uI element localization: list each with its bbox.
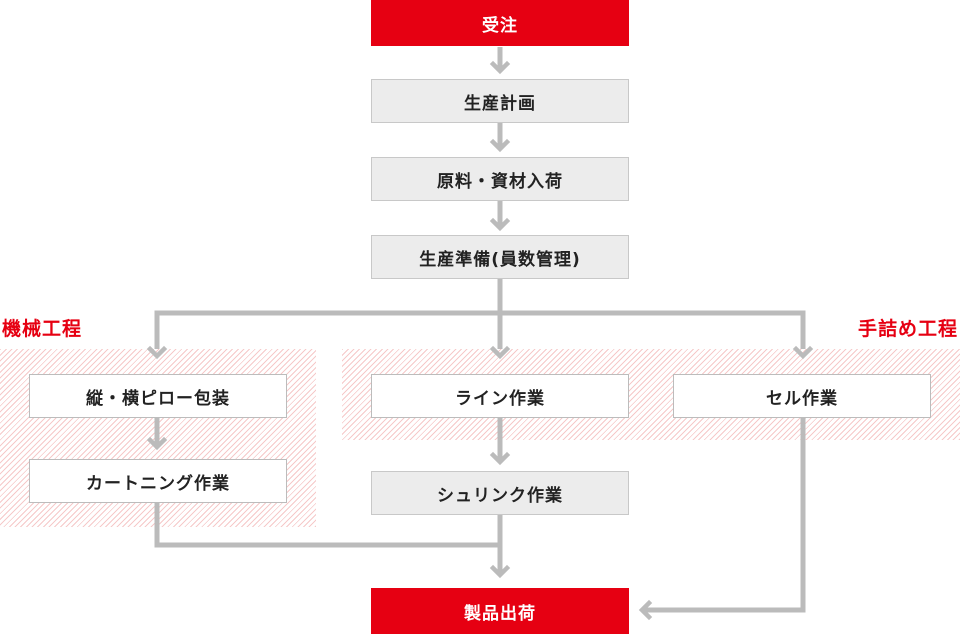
arrowhead-material <box>489 138 511 153</box>
arrowhead-cell-work <box>792 345 814 360</box>
material-receipt-node: 原料・資材入荷 <box>371 157 629 201</box>
connector-cell-ship <box>645 418 806 613</box>
connector-carton-merge <box>154 503 500 548</box>
machine-process-label: 機械工程 <box>2 318 83 340</box>
cartoning-node: カートニング作業 <box>29 459 287 503</box>
production-prep-node: 生産準備(員数管理) <box>371 235 629 279</box>
manual-process-label: 手詰め工程 <box>857 318 958 340</box>
arrowhead-pillow <box>146 345 168 360</box>
product-shipment-node: 製品出荷 <box>371 588 629 634</box>
arrowhead-shrink <box>489 451 511 466</box>
production-plan-node: 生産計画 <box>371 79 629 123</box>
pillow-packaging-node: 縦・横ピロー包装 <box>29 374 287 418</box>
arrowhead-prep <box>489 217 511 232</box>
arrowhead-line-work <box>489 345 511 360</box>
arrowhead-cartoning <box>146 436 168 451</box>
arrowhead-ship-right <box>638 599 653 621</box>
arrowhead-ship-top <box>489 564 511 579</box>
shrink-work-node: シュリンク作業 <box>371 471 629 515</box>
arrowhead-plan <box>489 60 511 75</box>
line-work-node: ライン作業 <box>371 374 629 418</box>
connector-branch-left <box>154 310 806 349</box>
order-node: 受注 <box>371 0 629 46</box>
cell-work-node: セル作業 <box>673 374 931 418</box>
